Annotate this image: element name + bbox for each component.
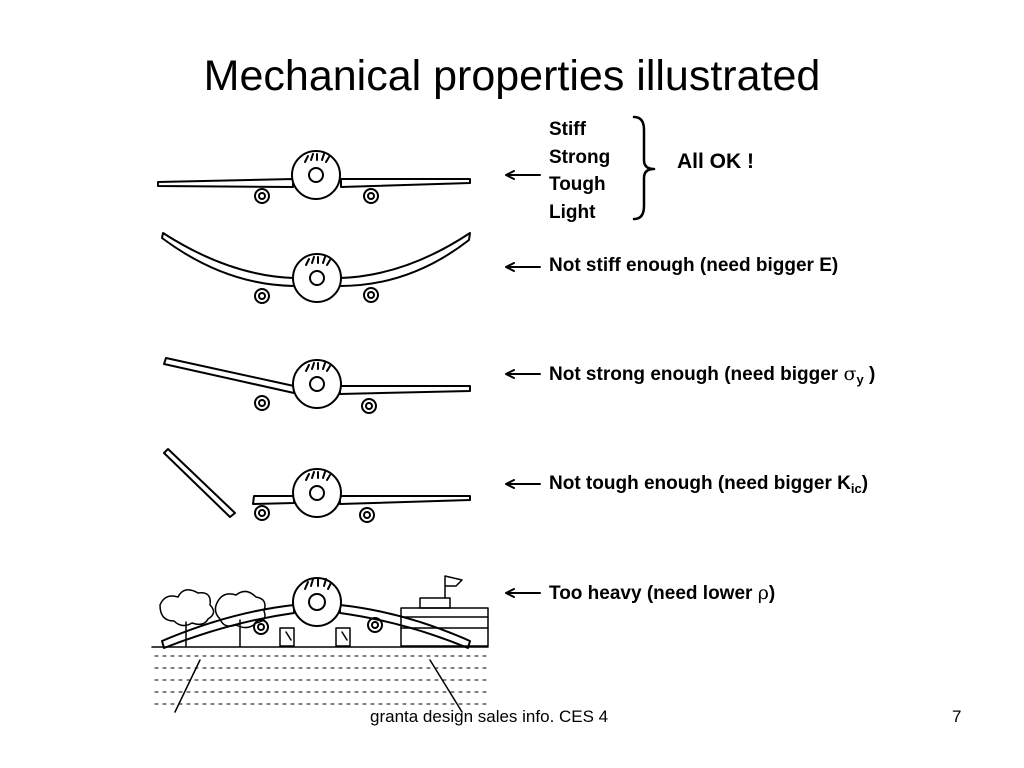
case-not-strong: Not strong enough (need bigger σy ) (549, 363, 875, 386)
arrow-1 (505, 170, 541, 180)
requirements-list: Stiff Strong Tough Light (549, 116, 610, 226)
case-not-tough-prefix: Not tough enough (need bigger K (549, 473, 851, 494)
brace (632, 115, 656, 221)
requirement-stiff: Stiff (549, 119, 586, 140)
sigma-subscript: y (856, 372, 864, 387)
case-not-tough-suffix: ) (861, 473, 869, 494)
airplane-ok (157, 150, 471, 204)
requirement-light: Light (549, 201, 596, 223)
case-not-tough: Not tough enough (need bigger Kic) (549, 473, 868, 495)
arrow-5 (505, 588, 541, 598)
arrow-2 (505, 262, 541, 272)
all-ok-label: All OK ! (677, 150, 754, 173)
airplane-not-strong (163, 357, 471, 414)
rho-symbol: ρ (757, 582, 769, 604)
case-not-strong-suffix: ) (863, 364, 876, 385)
case-not-strong-prefix: Not strong enough (need bigger (549, 364, 844, 385)
sigma-symbol: σ (843, 363, 857, 385)
airplane-too-heavy (151, 575, 489, 713)
k-subscript: ic (850, 481, 862, 496)
arrow-3 (505, 369, 541, 379)
case-too-heavy-prefix: Too heavy (need lower (549, 583, 758, 604)
case-too-heavy-suffix: ) (768, 583, 776, 604)
page-number: 7 (952, 707, 962, 726)
case-not-stiff-text: Not stiff enough (need bigger E) (549, 255, 839, 276)
requirement-strong: Strong (549, 146, 611, 168)
arrow-4 (505, 479, 541, 489)
case-too-heavy: Too heavy (need lower ρ) (549, 582, 775, 605)
requirement-tough: Tough (549, 174, 606, 195)
case-not-stiff: Not stiff enough (need bigger E) (549, 255, 838, 277)
slide-title: Mechanical properties illustrated (203, 52, 821, 100)
airplane-not-tough (163, 448, 471, 523)
airplane-not-stiff (161, 232, 471, 304)
footer-text: granta design sales info. CES 4 (370, 707, 609, 726)
